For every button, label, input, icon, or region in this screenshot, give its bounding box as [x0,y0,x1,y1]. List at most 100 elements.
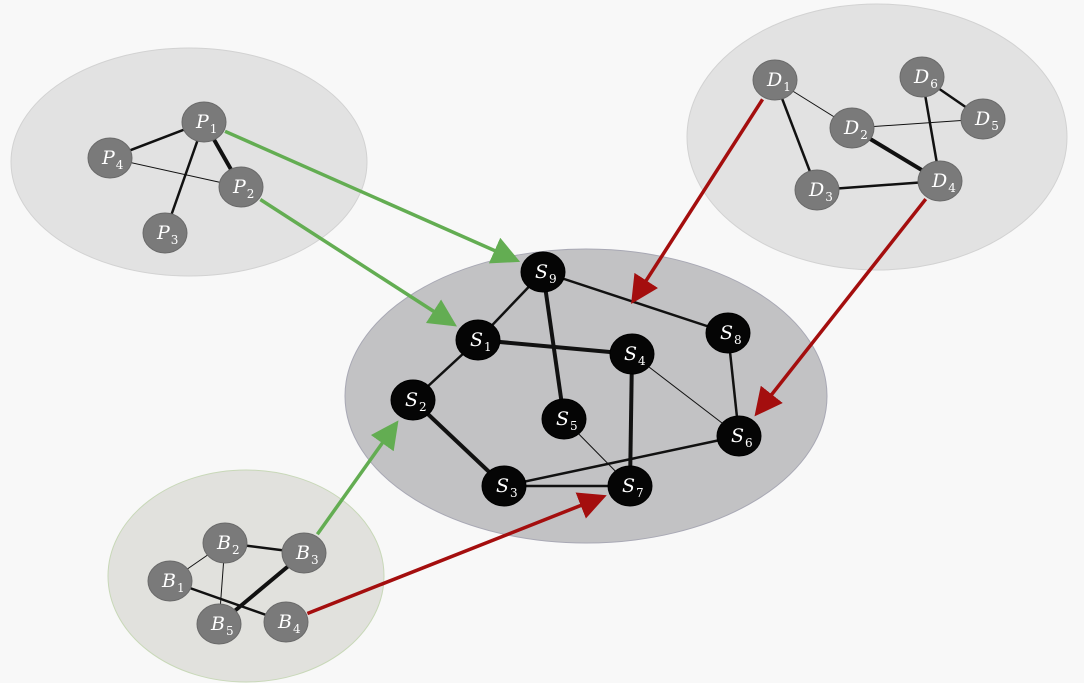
node-circle [716,415,762,457]
edge-s4-s7 [628,353,634,487]
node-label: S7 [622,475,644,500]
node-d1: D1 [752,59,798,101]
node-label-subscript: 2 [247,187,255,201]
node-label: D1 [766,69,791,94]
node-b2: B2 [202,522,248,564]
node-label: D4 [931,170,956,195]
node-label-base: B [295,542,310,564]
node-label-base: B [216,532,231,554]
node-label-base: S [556,408,569,430]
node-circle [181,101,227,143]
node-label-subscript: 3 [510,486,518,500]
node-label: D5 [974,108,999,133]
node-p1: P1 [181,101,227,143]
clusters [10,3,1068,683]
node-label: B3 [295,542,319,567]
node-label-subscript: 8 [734,333,742,347]
node-s3: S3 [481,465,527,507]
node-d3: D3 [794,169,840,211]
node-label-base: B [277,611,292,633]
node-circle [390,379,436,421]
node-label-base: S [405,389,418,411]
node-label-subscript: 1 [177,581,185,595]
node-label: S1 [470,329,492,354]
node-circle [196,603,242,645]
node-s9: S9 [520,251,566,293]
node-label-base: D [766,69,782,91]
node-circle [899,56,945,98]
node-d4: D4 [917,160,963,202]
node-label: P4 [101,147,124,172]
node-circle [829,107,875,149]
edge-s3-s6 [503,434,740,488]
node-label-subscript: 2 [419,400,427,414]
node-circle [794,169,840,211]
node-label-subscript: 6 [745,436,753,450]
node-label: B5 [210,613,234,638]
node-circle [202,522,248,564]
node-label-subscript: 4 [116,158,124,172]
node-b1: B1 [147,560,193,602]
node-b4: B4 [263,601,309,643]
node-label-base: D [808,179,824,201]
node-d5: D5 [960,98,1006,140]
node-circle [481,465,527,507]
arrow-b4-s7 [306,492,607,616]
edge-s4-s6 [631,353,740,437]
node-label-base: P [232,176,247,198]
node-label-subscript: 3 [171,233,179,247]
node-label: S9 [535,261,557,286]
node-label-base: D [974,108,990,130]
node-circle [263,601,309,643]
edge-s1-s4 [477,338,633,356]
node-label-subscript: 4 [638,354,646,368]
node-label-subscript: 1 [210,122,218,136]
node-label-subscript: 6 [930,77,938,91]
node-label: P1 [195,111,217,136]
node-label-base: D [931,170,947,192]
node-circle [917,160,963,202]
node-label: S3 [496,475,518,500]
node-label-subscript: 9 [549,272,557,286]
node-b5: B5 [196,603,242,645]
node-s1: S1 [455,319,501,361]
node-label-base: S [731,425,744,447]
node-circle [147,560,193,602]
node-label-subscript: 7 [636,486,644,500]
arrow-d1-s9-s8 [631,98,765,304]
node-circle [541,398,587,440]
node-label-base: P [195,111,210,133]
node-label-subscript: 1 [783,80,791,94]
node-label-base: S [624,343,637,365]
node-s8: S8 [705,312,751,354]
node-label: D3 [808,179,833,204]
node-circle [281,532,327,574]
node-label-subscript: 5 [570,419,578,433]
node-label-subscript: 1 [484,340,492,354]
node-circle [960,98,1006,140]
node-label-subscript: 5 [991,119,999,133]
cluster-s [344,248,828,544]
node-label-subscript: 5 [226,624,234,638]
node-label: S4 [624,343,646,368]
node-b3: B3 [281,532,327,574]
node-label: S5 [556,408,578,433]
node-label-base: S [622,475,635,497]
node-circle [752,59,798,101]
node-s2: S2 [390,379,436,421]
node-label-base: S [496,475,509,497]
node-label: P3 [156,222,178,247]
node-label-subscript: 2 [860,128,868,142]
node-circle [520,251,566,293]
node-label: D6 [913,66,938,91]
node-s4: S4 [609,333,655,375]
node-label: P2 [232,176,254,201]
node-label-base: D [913,66,929,88]
cluster-d [686,3,1068,271]
node-label-subscript: 4 [293,622,301,636]
node-label: S2 [405,389,427,414]
arrow-p1-s9 [224,129,521,264]
